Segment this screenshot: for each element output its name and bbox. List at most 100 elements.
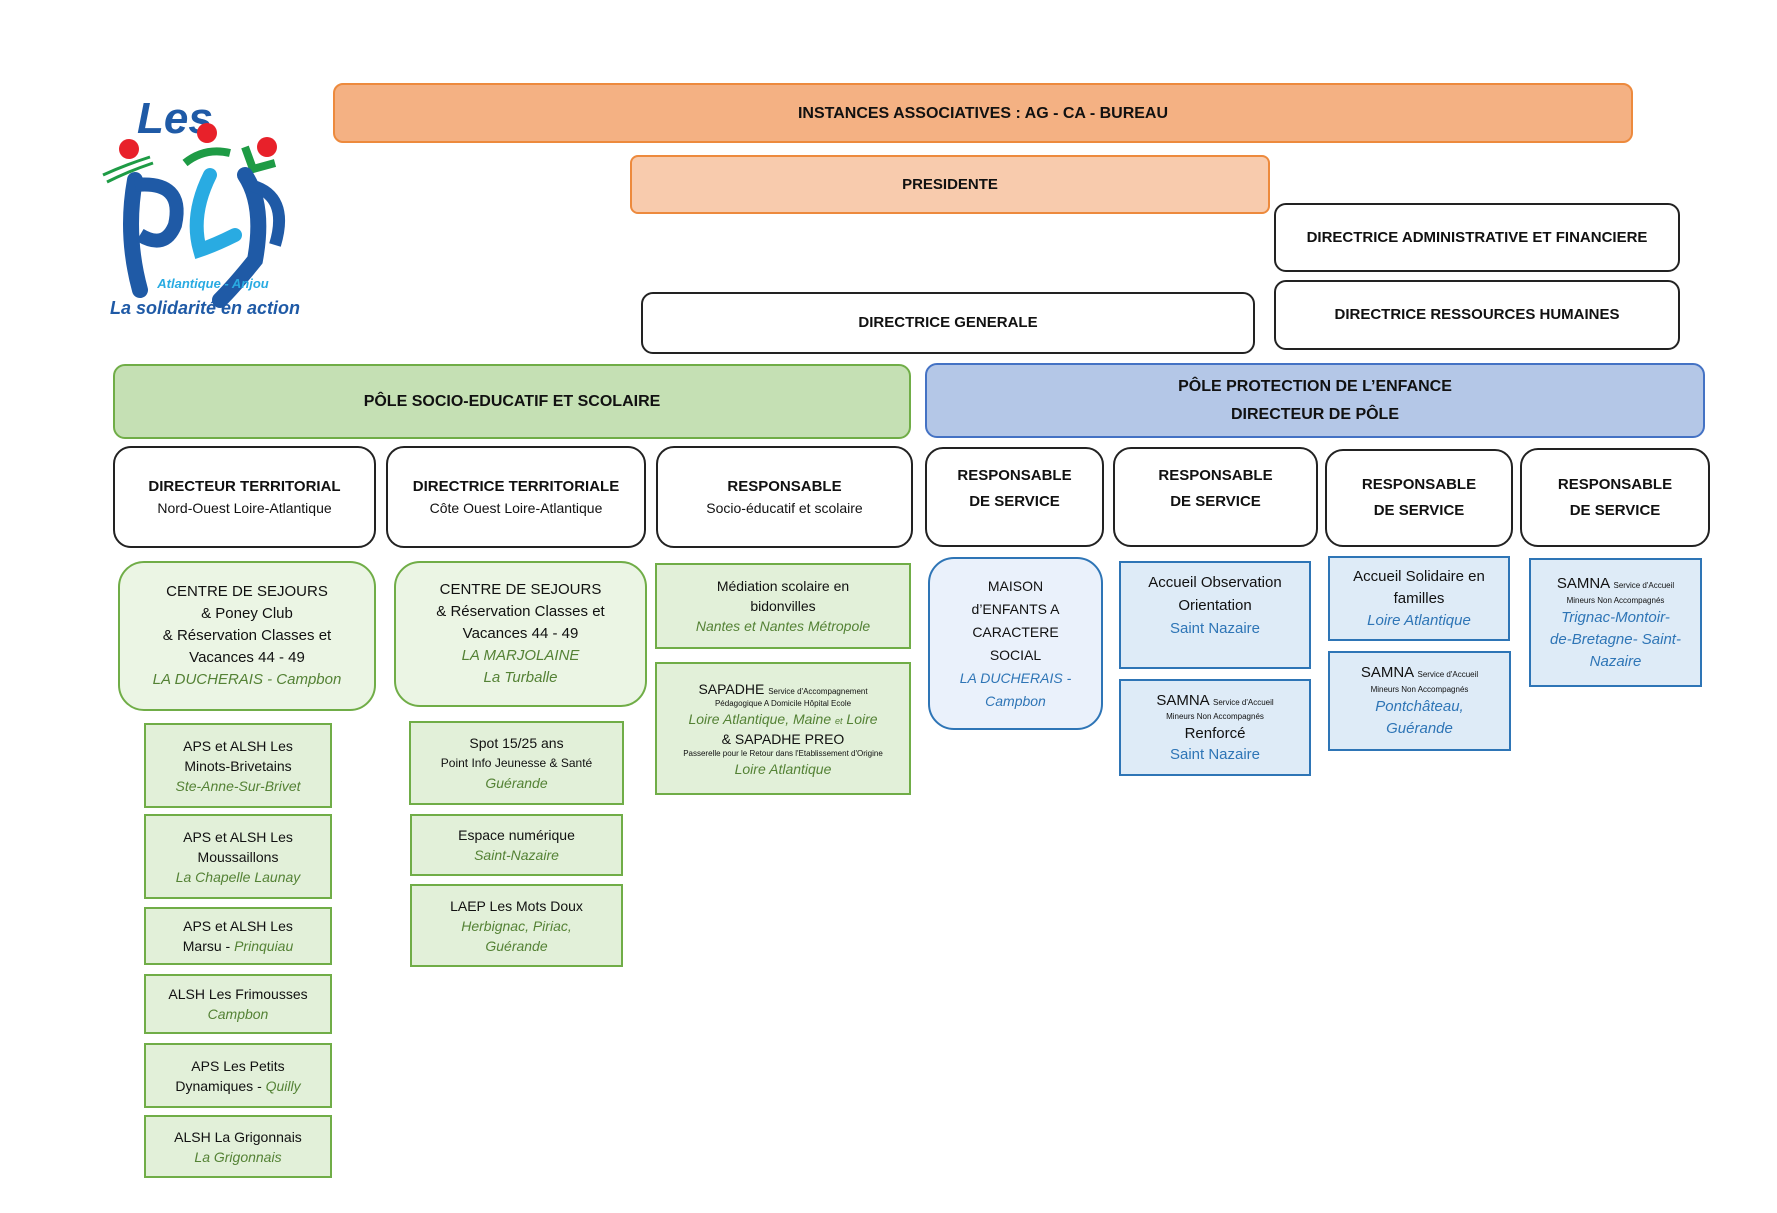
text-line: Vacances 44 - 49	[462, 625, 579, 642]
presidente-box: PRESIDENTE	[630, 155, 1270, 214]
sapadhe-desc: Service d'Accompagnement	[768, 686, 868, 696]
text-line: & Réservation Classes et	[436, 603, 605, 620]
samna-title-line: SAMNA Service d'Accueil	[1557, 573, 1674, 595]
head-line: RESPONSABLE	[957, 467, 1072, 484]
samna-name: SAMNA	[1556, 574, 1610, 592]
samna-desc: Service d'Accueil	[1213, 698, 1274, 707]
responsable-socio-box: RESPONSABLE Socio-éducatif et scolaire	[656, 446, 913, 548]
text-line: Accueil Solidaire en	[1353, 567, 1485, 585]
samna-trignac: SAMNA Service d'Accueil Mineurs Non Acco…	[1529, 558, 1702, 687]
daf-box: DIRECTRICE ADMINISTRATIVE ET FINANCIERE	[1274, 203, 1680, 272]
laep-mots-doux: LAEP Les Mots Doux Herbignac, Piriac, Gu…	[410, 884, 623, 967]
location: Loire Atlantique	[734, 760, 832, 777]
location: Saint Nazaire	[1169, 746, 1261, 763]
location: Prinquiau	[234, 938, 294, 954]
samna-renforce: SAMNA Service d'Accueil Mineurs Non Acco…	[1119, 679, 1311, 776]
location: Quilly	[265, 1077, 301, 1094]
location: Nazaire	[1589, 652, 1642, 670]
text-line-with-location: Dynamiques - Quilly	[175, 1076, 300, 1096]
head-line: DE SERVICE	[1373, 502, 1465, 519]
sapadhe-preo-desc: Passerelle pour le Retour dans l'Etablis…	[683, 748, 883, 758]
text-line: CENTRE DE SEJOURS	[166, 583, 328, 600]
text-line: Espace numérique	[458, 827, 575, 843]
sapadhe-name: SAPADHE	[698, 680, 765, 697]
location: Campbon	[985, 692, 1046, 709]
text-line: APS et ALSH Les	[183, 737, 293, 754]
samna-name: SAMNA	[1360, 664, 1414, 681]
drh-label: DIRECTRICE RESSOURCES HUMAINES	[1334, 306, 1620, 323]
head-line: DE SERVICE	[1569, 501, 1661, 519]
samna-desc: Mineurs Non Accompagnés	[1566, 595, 1665, 605]
location-part: et	[835, 715, 843, 726]
directrice-generale-label: DIRECTRICE GENERALE	[858, 314, 1038, 331]
alsh-frimousses: ALSH Les Frimousses Campbon	[144, 974, 332, 1034]
location: La Chapelle Launay	[175, 868, 301, 885]
location: LA MARJOLAINE	[461, 647, 580, 664]
instances-associatives-box: INSTANCES ASSOCIATIVES : AG - CA - BUREA…	[333, 83, 1633, 143]
location: Saint Nazaire	[1169, 620, 1261, 637]
location: Ste-Anne-Sur-Brivet	[175, 777, 301, 794]
location: La Grigonnais	[194, 1148, 282, 1165]
head-title: DIRECTEUR TERRITORIAL	[148, 478, 341, 495]
pole-socio-title: PÔLE SOCIO-EDUCATIF ET SCOLAIRE	[363, 393, 661, 410]
location: Campbon	[207, 1006, 269, 1022]
location: LA DUCHERAIS - Campbon	[152, 671, 342, 688]
mediation-scolaire: Médiation scolaire en bidonvilles Nantes…	[655, 563, 911, 649]
text-part: Marsu -	[182, 938, 235, 954]
responsable-service-1: RESPONSABLE DE SERVICE	[925, 447, 1104, 547]
presidente-label: PRESIDENTE	[902, 175, 998, 193]
text-line: APS et ALSH Les	[183, 918, 293, 934]
aps-alsh-marsu: APS et ALSH Les Marsu - Prinquiau	[144, 907, 332, 965]
pole-protection-subtitle: DIRECTEUR DE PÔLE	[1230, 405, 1399, 423]
text-line: Spot 15/25 ans	[469, 735, 564, 751]
head-line: DE SERVICE	[1170, 493, 1261, 510]
text-line: ALSH Les Frimousses	[168, 986, 308, 1002]
text-line: LAEP Les Mots Doux	[450, 897, 583, 914]
head-subtitle: Socio-éducatif et scolaire	[706, 500, 863, 516]
location: Loire Atlantique, Maine et Loire	[688, 710, 877, 730]
location: Loire Atlantique	[1367, 611, 1471, 629]
pole-protection-header: PÔLE PROTECTION DE L’ENFANCE DIRECTEUR D…	[925, 363, 1705, 438]
head-title: RESPONSABLE	[727, 478, 842, 495]
head-subtitle: Nord-Ouest Loire-Atlantique	[157, 500, 332, 516]
location: Guérande	[485, 775, 548, 791]
text-line: Vacances 44 - 49	[189, 649, 305, 666]
text-line-with-location: Marsu - Prinquiau	[183, 936, 294, 956]
logo-tagline: La solidarité en action	[110, 298, 300, 318]
text-line: d’ENFANTS A	[971, 600, 1060, 617]
sapadhe: SAPADHE Service d'Accompagnement Pédagog…	[655, 662, 911, 795]
head-line: DE SERVICE	[969, 493, 1060, 510]
alsh-grigonnais: ALSH La Grigonnais La Grigonnais	[144, 1115, 332, 1178]
sapadhe-preo: & SAPADHE PREO	[721, 730, 845, 747]
location: Guérande	[1386, 720, 1453, 737]
text-line: Orientation	[1178, 597, 1252, 614]
aps-alsh-moussaillons: APS et ALSH Les Moussaillons La Chapelle…	[144, 814, 332, 899]
centre-sejours-marjolaine: CENTRE DE SEJOURS & Réservation Classes …	[394, 561, 647, 707]
head-title: DIRECTRICE TERRITORIALE	[412, 478, 620, 495]
text-line: & Réservation Classes et	[162, 627, 332, 644]
pole-socio-educatif-header: PÔLE SOCIO-EDUCATIF ET SCOLAIRE	[113, 364, 911, 439]
logo-red-dot-1	[119, 139, 139, 159]
maison-enfants-caractere-social: MAISON d’ENFANTS A CARACTERE SOCIAL LA D…	[928, 557, 1103, 730]
text-line: bidonvilles	[750, 598, 816, 614]
instances-label: INSTANCES ASSOCIATIVES : AG - CA - BUREA…	[797, 104, 1169, 122]
samna-pontchateau: SAMNA Service d'Accueil Mineurs Non Acco…	[1328, 651, 1511, 751]
spot-15-25: Spot 15/25 ans Point Info Jeunesse & San…	[409, 721, 624, 805]
logo-red-dot-2	[197, 123, 217, 143]
text-line: familles	[1393, 589, 1445, 607]
location: La Turballe	[483, 669, 558, 686]
aps-petits-dynamiques: APS Les Petits Dynamiques - Quilly	[144, 1043, 332, 1108]
samna-name: SAMNA	[1156, 692, 1209, 709]
text-line: Accueil Observation	[1148, 574, 1282, 591]
text-line: Point Info Jeunesse & Santé	[440, 756, 593, 770]
daf-label: DIRECTRICE ADMINISTRATIVE ET FINANCIERE	[1306, 228, 1648, 246]
samna-desc: Service d'Accueil	[1613, 580, 1675, 590]
text-line: Renforcé	[1184, 725, 1246, 742]
location-part: Loire Atlantique, Maine	[688, 710, 832, 727]
directrice-territoriale-box: DIRECTRICE TERRITORIALE Côte Ouest Loire…	[386, 446, 646, 548]
text-line: SOCIAL	[989, 646, 1042, 663]
responsable-service-3: RESPONSABLE DE SERVICE	[1325, 449, 1513, 547]
text-line: CARACTERE	[972, 623, 1059, 640]
head-subtitle: Côte Ouest Loire-Atlantique	[429, 500, 603, 516]
espace-numerique: Espace numérique Saint-Nazaire	[410, 814, 623, 876]
